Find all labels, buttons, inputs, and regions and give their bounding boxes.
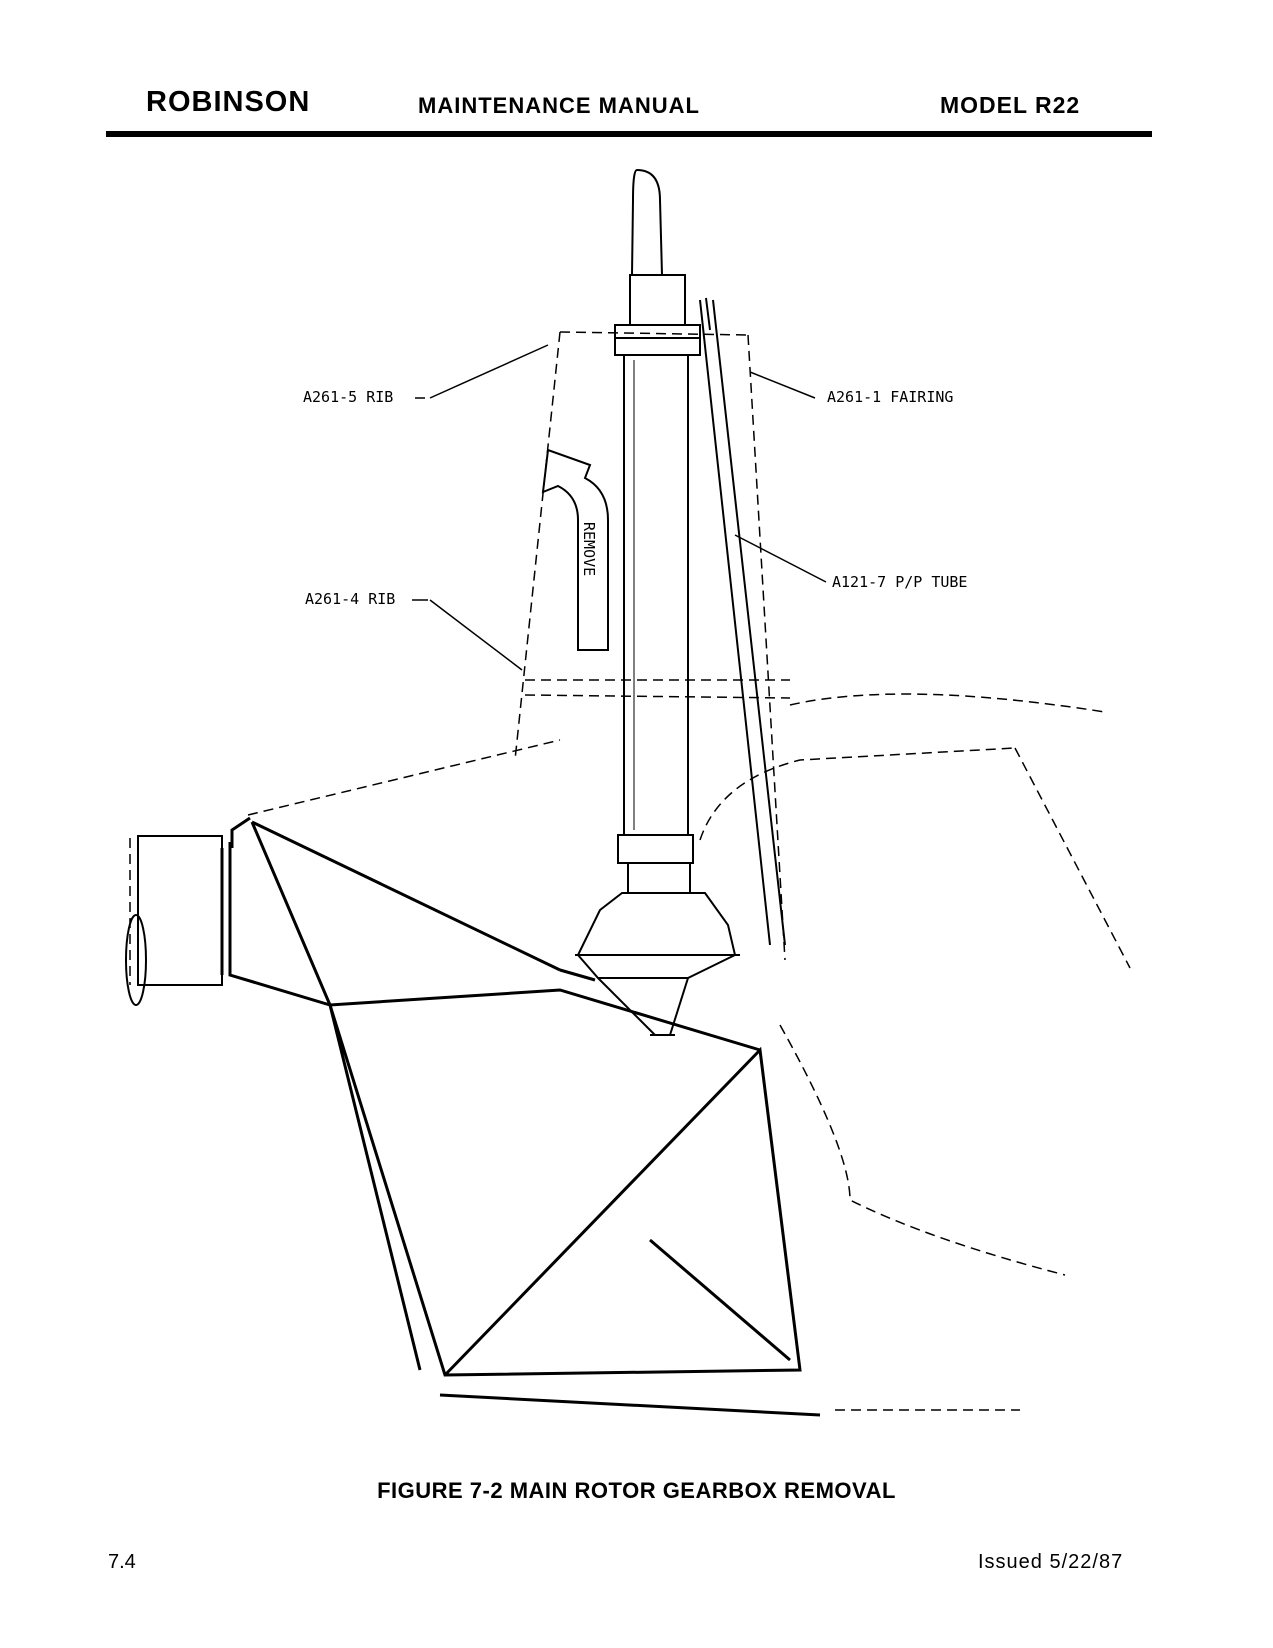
lower-collar xyxy=(617,834,694,864)
mast-flange xyxy=(614,324,701,356)
mast-collar xyxy=(629,274,686,326)
header-brand: ROBINSON xyxy=(146,86,311,118)
header-title: MAINTENANCE MANUAL xyxy=(418,93,700,118)
figure-caption: FIGURE 7-2 MAIN ROTOR GEARBOX REMOVAL xyxy=(377,1478,896,1503)
header-rule xyxy=(106,131,1152,137)
header-model: MODEL R22 xyxy=(940,92,1081,118)
callout-pp-tube: A121-7 P/P TUBE xyxy=(832,573,967,591)
page-number: 7.4 xyxy=(108,1551,136,1573)
remove-label: REMOVE xyxy=(580,522,598,576)
gearbox xyxy=(576,892,737,979)
remove-arrow xyxy=(541,448,609,651)
callout-fairing: A261-1 FAIRING xyxy=(827,388,953,406)
callout-rib5: A261-5 RIB xyxy=(303,388,393,406)
issued-date: Issued 5/22/87 xyxy=(978,1551,1124,1573)
fuselage-frame xyxy=(228,820,821,1417)
callout-rib4: A261-4 RIB xyxy=(305,590,395,608)
mast-top xyxy=(630,168,664,276)
